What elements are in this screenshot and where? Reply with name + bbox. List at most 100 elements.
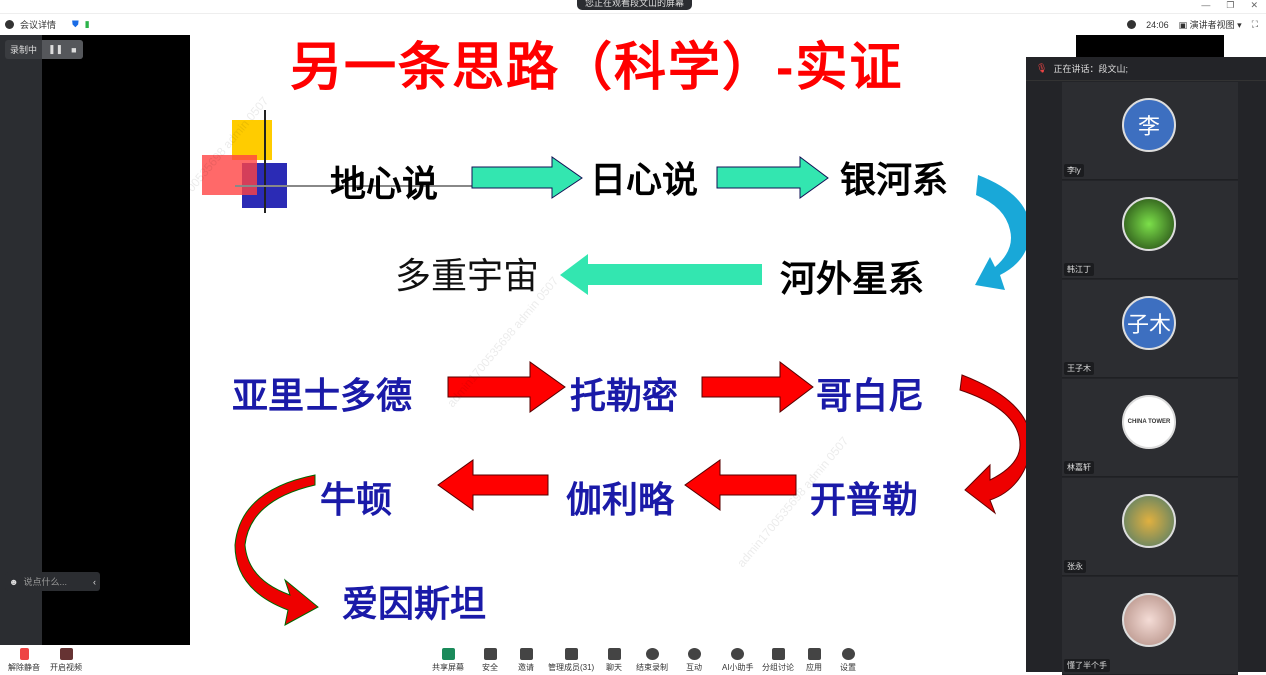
recording-indicator: 录制中 ❚❚■ — [5, 40, 83, 59]
avatar: 李 — [1122, 98, 1176, 152]
share-label: 共享屏幕 — [432, 663, 464, 672]
stop-recording-button[interactable]: ■ — [71, 44, 77, 55]
collapse-chat-icon[interactable]: ‹ — [93, 576, 96, 587]
presentation-slide: 另一条思路（科学）-实证 地心说 日心说 银河系 多重宇宙 河外星系 亚里士多德… — [190, 35, 1026, 645]
settings-button[interactable]: 设置 — [840, 648, 856, 673]
end-recording-button[interactable]: 结束录制 — [636, 648, 668, 673]
label-kepler: 开普勒 — [810, 479, 919, 521]
label-copernicus: 哥白尼 — [816, 375, 925, 417]
security-label: 安全 — [482, 663, 498, 672]
label-multiverse: 多重宇宙 — [395, 255, 540, 296]
label-extragalactic: 河外星系 — [780, 258, 925, 299]
mic-muted-icon: 🎙 — [1036, 63, 1048, 73]
close-button[interactable]: ✕ — [1250, 0, 1258, 10]
title-bar: 您正在观看段文山的屏幕 — ❐ ✕ — [0, 0, 1266, 14]
video-label: 开启视频 — [50, 663, 82, 672]
view-mode-label: 演讲者视图 — [1189, 20, 1235, 30]
restore-button[interactable]: ❐ — [1226, 0, 1235, 10]
info-icon — [5, 20, 14, 29]
black-band — [1076, 35, 1224, 57]
label-newton: 牛顿 — [320, 479, 393, 521]
fullscreen-icon[interactable]: ⛶ — [1251, 19, 1258, 29]
settings-label: 设置 — [840, 663, 856, 672]
label-aristotle: 亚里士多德 — [232, 375, 413, 417]
chat-label: 聊天 — [606, 663, 622, 672]
slide-title: 另一条思路（科学）-实证 — [290, 39, 904, 97]
participant-tile[interactable]: 李 李ly — [1062, 82, 1238, 180]
participant-tile[interactable]: CHINA TOWER 林嘉轩 — [1062, 379, 1238, 477]
apps-label: 应用 — [806, 663, 822, 672]
participant-tile[interactable]: 韩江丁 — [1062, 181, 1238, 279]
deco-red-square — [202, 155, 257, 195]
unmute-label: 解除静音 — [8, 663, 40, 672]
minimize-button[interactable]: — — [1201, 0, 1211, 10]
slide-graphics — [202, 110, 1026, 626]
avatar — [1122, 494, 1176, 548]
participant-name: 张永 — [1064, 560, 1086, 573]
participant-name: 王子木 — [1064, 362, 1094, 375]
invite-label: 邀请 — [518, 663, 534, 672]
security-button[interactable]: 安全 — [482, 648, 498, 673]
emoji-icon[interactable]: ☻ — [9, 576, 19, 587]
members-label: 管理成员(31) — [548, 663, 595, 672]
speaking-label: 正在讲话：段文山; — [1053, 64, 1128, 74]
participant-tile[interactable]: 子木 王子木 — [1062, 280, 1238, 378]
interact-label: 互动 — [686, 663, 702, 672]
video-button[interactable]: 开启视频 — [50, 648, 82, 673]
participant-name: 李ly — [1064, 164, 1084, 177]
end-record-label: 结束录制 — [636, 663, 668, 672]
label-milky-way: 银河系 — [840, 159, 949, 200]
share-notice[interactable]: 您正在观看段文山的屏幕 — [577, 0, 693, 10]
arrow-right-red — [701, 360, 814, 414]
pause-recording-button[interactable]: ❚❚ — [48, 44, 64, 54]
view-mode-dropdown[interactable]: ▣ 演讲者视图 ▾ — [1178, 20, 1242, 30]
chat-placeholder: 说点什么... — [23, 577, 67, 587]
clock-icon — [1127, 20, 1137, 29]
participant-name: 林嘉轩 — [1064, 461, 1094, 474]
label-einstein: 爱因斯坦 — [342, 583, 487, 625]
avatar: CHINA TOWER — [1122, 395, 1176, 449]
left-strip — [0, 35, 42, 645]
arrow-right-teal — [716, 156, 829, 199]
signal-icon[interactable]: ▮ — [84, 19, 90, 29]
participant-name: 懂了半个手 — [1064, 659, 1110, 672]
participant-panel: 🎙 正在讲话：段文山; 李 李ly 韩江丁 子木 王子木 CHINA TOWER… — [1026, 57, 1266, 675]
meeting-details-link[interactable]: 会议详情 — [20, 20, 57, 30]
avatar: 子木 — [1122, 296, 1176, 350]
speaking-indicator: 🎙 正在讲话：段文山; — [1026, 57, 1266, 81]
participant-tile[interactable]: 懂了半个手 — [1062, 577, 1238, 675]
shield-icon[interactable]: ⛊ — [72, 19, 79, 29]
chat-input[interactable]: ☻ 说点什么... ‹ — [5, 572, 100, 591]
arrow-right-red — [447, 361, 566, 413]
meeting-toolbar: 解除静音 开启视频 共享屏幕 安全 邀请 管理成员(31) 聊天 结束录制 互动… — [0, 645, 1026, 672]
shared-screen: 录制中 ❚❚■ ☻ 说点什么... ‹ 另一条思路（科学）-实证 地心说 日心说 — [0, 35, 1026, 645]
manage-members-button[interactable]: 管理成员(31) — [548, 648, 594, 673]
avatar — [1122, 197, 1176, 251]
meeting-timer: 24:06 — [1146, 19, 1169, 30]
label-geocentric: 地心说 — [330, 163, 439, 204]
participant-tile[interactable]: 张永 — [1062, 478, 1238, 576]
label-galileo: 伽利略 — [566, 479, 675, 521]
avatar — [1122, 593, 1176, 647]
participant-name: 韩江丁 — [1064, 263, 1094, 276]
breakout-button[interactable]: 分组讨论 — [762, 648, 794, 673]
chat-button[interactable]: 聊天 — [606, 648, 622, 673]
label-heliocentric: 日心说 — [590, 159, 699, 200]
curved-arrow-red-left — [234, 474, 319, 626]
share-screen-button[interactable]: 共享屏幕 — [432, 648, 464, 673]
arrow-left-teal — [560, 254, 762, 295]
unmute-button[interactable]: 解除静音 — [8, 648, 40, 673]
breakout-label: 分组讨论 — [762, 663, 794, 672]
curved-arrow-blue — [975, 175, 1026, 290]
invite-button[interactable]: 邀请 — [518, 648, 534, 673]
apps-button[interactable]: 应用 — [806, 648, 822, 673]
arrow-left-red — [684, 459, 797, 511]
ai-label: AI小助手 — [722, 663, 754, 672]
curved-arrow-red — [959, 374, 1026, 515]
arrow-right-teal — [471, 156, 583, 199]
meeting-info-bar: 会议详情 ⛊ ▮ 24:06 ▣ 演讲者视图 ▾ ⛶ — [0, 14, 1266, 35]
interact-button[interactable]: 互动 — [686, 648, 702, 673]
arrow-left-red — [437, 459, 549, 511]
ai-assistant-button[interactable]: AI小助手 — [722, 648, 754, 673]
label-ptolemy: 托勒密 — [570, 375, 679, 417]
